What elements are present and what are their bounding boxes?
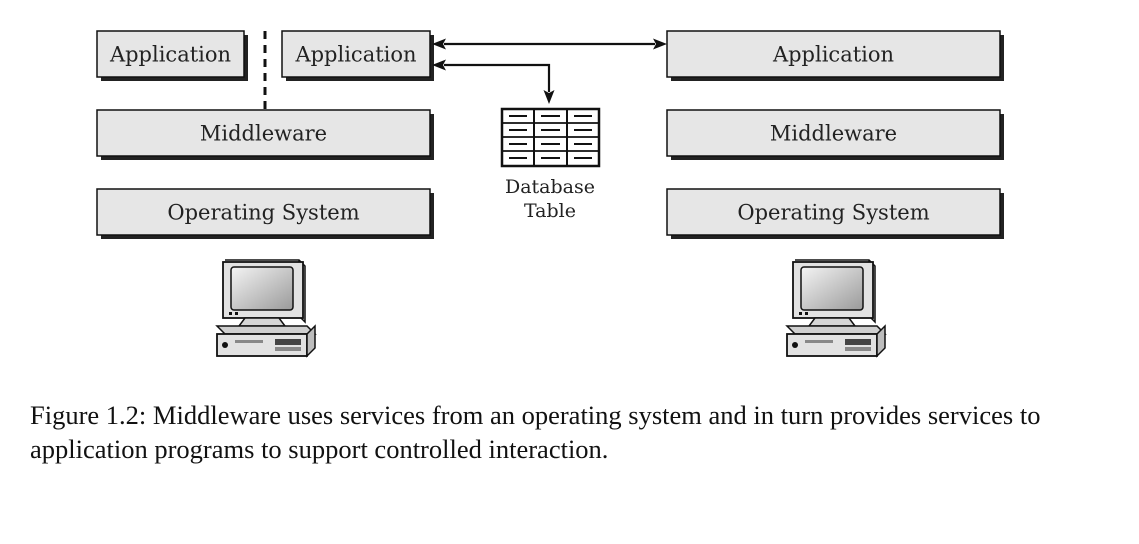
database-label-line1: Database [505,176,595,198]
right-os-box: Operating System [666,188,1004,239]
left-app-label-2: Application [294,43,416,67]
app-to-database-arrow [432,59,555,104]
database-table-icon [500,107,601,168]
middleware-diagram: Application Application Middleware Opera… [96,30,1004,358]
right-os-label: Operating System [737,201,929,225]
left-computer-icon [215,259,317,358]
right-middleware-label: Middleware [770,122,897,146]
database-label-line2: Table [524,200,576,222]
left-app-box-1: Application [96,30,248,81]
left-app-box-2: Application [281,30,434,81]
left-app-label-1: Application [109,43,231,67]
left-os-label: Operating System [167,201,359,225]
app-to-app-arrow [432,38,667,50]
right-middleware-box: Middleware [666,109,1004,160]
left-os-box: Operating System [96,188,434,239]
right-app-box: Application [666,30,1004,81]
left-middleware-label: Middleware [200,122,327,146]
right-app-label: Application [772,43,894,67]
figure-caption: Figure 1.2: Middleware uses services fro… [30,400,1041,464]
left-middleware-box: Middleware [96,109,434,160]
right-computer-icon [785,259,887,358]
